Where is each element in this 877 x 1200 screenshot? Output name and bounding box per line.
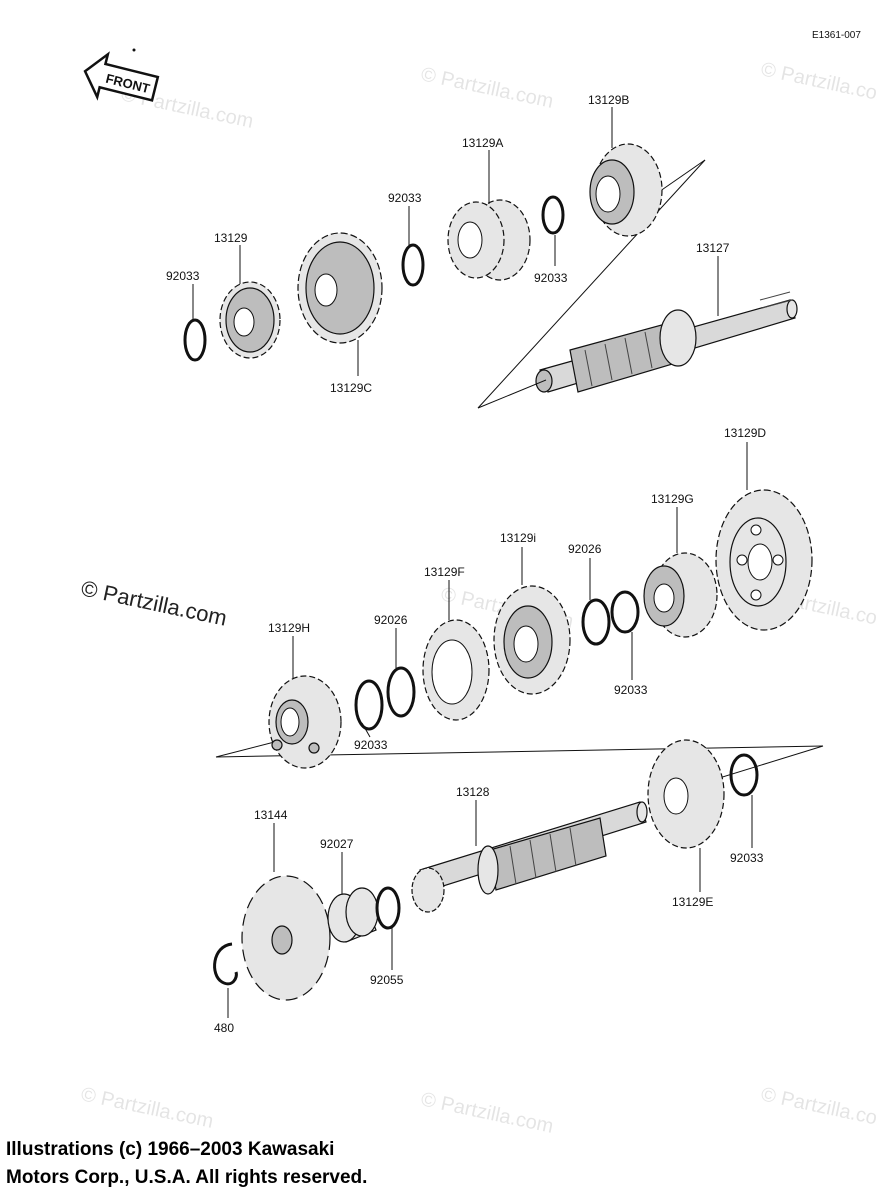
gear-13129d xyxy=(715,489,813,631)
part-label-13129h[interactable]: 13129H xyxy=(268,621,310,635)
part-label-92033[interactable]: 92033 xyxy=(354,738,388,752)
part-label-92027[interactable]: 92027 xyxy=(320,837,354,851)
circlip-480 xyxy=(213,942,238,986)
gear-13129a xyxy=(447,199,531,281)
gear-13129g xyxy=(643,552,718,638)
copyright-notice: Illustrations (c) 1966–2003 Kawasaki Mot… xyxy=(6,1136,367,1192)
part-label-13129g[interactable]: 13129G xyxy=(651,492,694,506)
part-label-92033[interactable]: 92033 xyxy=(730,851,764,865)
part-label-92026[interactable]: 92026 xyxy=(568,542,602,556)
part-label-13144[interactable]: 13144 xyxy=(254,808,288,822)
washer-92026-b xyxy=(386,666,416,718)
circlip-92033-a xyxy=(183,318,207,362)
diagram-code: E1361-007 xyxy=(812,30,861,41)
watermark-text: © Partzilla.com xyxy=(79,1083,215,1133)
part-label-13129[interactable]: 13129 xyxy=(214,231,248,245)
part-label-92033[interactable]: 92033 xyxy=(388,191,422,205)
watermark-text: © Partzilla.com xyxy=(419,1088,555,1138)
shaft-13127 xyxy=(535,291,798,393)
part-label-13129f[interactable]: 13129F xyxy=(424,565,465,579)
collar-92027 xyxy=(327,887,379,943)
part-label-13128[interactable]: 13128 xyxy=(456,785,490,799)
gear-13129f xyxy=(422,619,490,721)
part-label-480[interactable]: 480 xyxy=(214,1021,234,1035)
part-label-92033[interactable]: 92033 xyxy=(614,683,648,697)
circlip-92033-f xyxy=(729,753,759,797)
oring-92055 xyxy=(375,886,401,930)
washer-92026-a xyxy=(581,598,611,646)
gear-13129h xyxy=(268,675,342,769)
part-label-13129e[interactable]: 13129E xyxy=(672,895,713,909)
circlip-92033-e xyxy=(610,590,640,634)
part-label-13129i[interactable]: 13129i xyxy=(500,531,536,545)
part-label-92026[interactable]: 92026 xyxy=(374,613,408,627)
shaft-13128 xyxy=(411,801,648,913)
part-label-92055[interactable]: 92055 xyxy=(370,973,404,987)
sprocket-13144 xyxy=(241,875,331,1001)
gear-13129b xyxy=(589,143,663,237)
circlip-92033-d xyxy=(354,679,384,731)
circlip-92033-c xyxy=(541,195,565,235)
part-label-13129a[interactable]: 13129A xyxy=(462,136,503,150)
watermark-text: © Partzilla.com xyxy=(759,58,877,108)
part-label-92033[interactable]: 92033 xyxy=(534,271,568,285)
watermark-text-main: © Partzilla.com xyxy=(79,575,229,630)
front-arrow-icon: FRONT xyxy=(83,51,160,102)
gear-13129e xyxy=(647,739,725,849)
part-label-92033[interactable]: 92033 xyxy=(166,269,200,283)
gear-13129i xyxy=(493,585,571,695)
gear-13129 xyxy=(219,281,281,359)
watermark-text: © Partzilla.com xyxy=(759,1083,877,1133)
part-label-13129c[interactable]: 13129C xyxy=(330,381,372,395)
part-label-13127[interactable]: 13127 xyxy=(696,241,730,255)
part-label-13129d[interactable]: 13129D xyxy=(724,426,766,440)
watermark-text: © Partzilla.com xyxy=(419,63,555,113)
copyright-line-2: Motors Corp., U.S.A. All rights reserved… xyxy=(6,1167,368,1188)
circlip-92033-b xyxy=(401,243,425,287)
gear-13129c xyxy=(297,232,383,344)
copyright-line-1: Illustrations (c) 1966–2003 Kawasaki xyxy=(6,1139,335,1160)
part-label-13129b[interactable]: 13129B xyxy=(588,93,629,107)
